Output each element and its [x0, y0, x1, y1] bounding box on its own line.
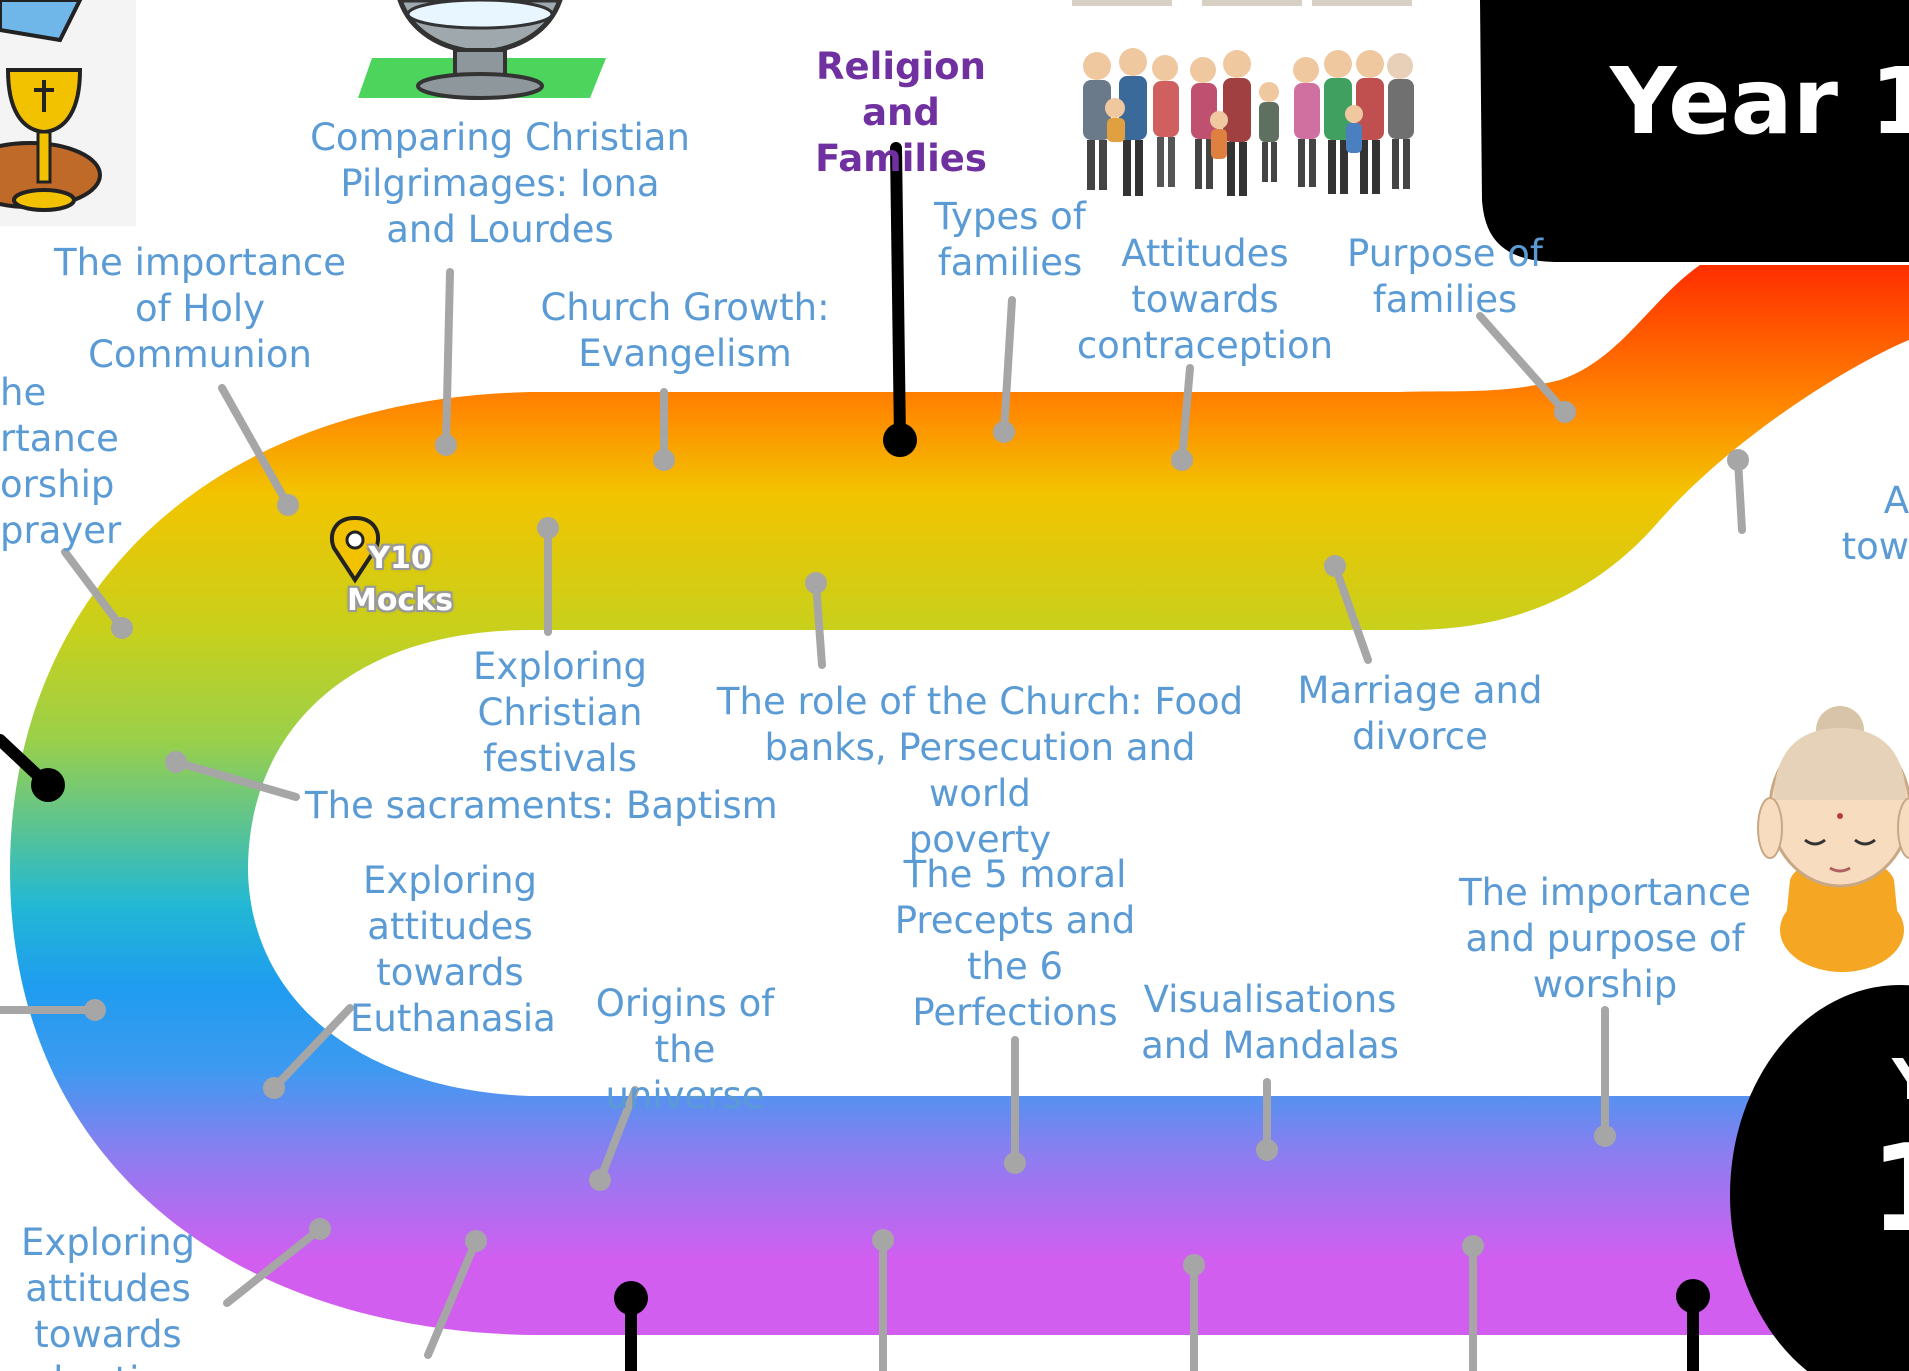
- label-attitudes-tow: A tow: [1841, 479, 1909, 568]
- label-moral-precepts: The 5 moral Precepts and the 6 Perfectio…: [894, 853, 1136, 1034]
- pointer-worship-prayer: [61, 548, 126, 632]
- map-pin-icon: [329, 515, 381, 584]
- label-christian-festivals: Exploring Christian festivals: [472, 645, 648, 780]
- label-baptism: The sacraments: Baptism: [305, 784, 778, 827]
- label-origins-universe: Origins of the universe: [595, 982, 775, 1117]
- year-badge-line1: Y: [1892, 1048, 1909, 1113]
- label-types-families: Types of families: [934, 195, 1086, 284]
- label-church-growth: Church Growth: Evangelism: [540, 286, 830, 375]
- current-topic-label: Religion and Families: [815, 45, 987, 180]
- pointer-bottom-1: [424, 1237, 480, 1359]
- pointer-origins: [596, 1086, 639, 1184]
- label-marriage-divorce: Marriage and divorce: [1297, 669, 1543, 758]
- label-abortion: Exploring attitudes towards abortion: [20, 1221, 196, 1371]
- pointer-pilgrimages: [442, 268, 454, 449]
- label-visualisations: Visualisations and Mandalas: [1141, 978, 1399, 1067]
- mock-exam-marker: Y10 Mocks: [346, 541, 454, 618]
- buddha-icon: [1757, 706, 1909, 972]
- year-badge-line2: 1: [1870, 1120, 1909, 1259]
- year-badge-shape: [1730, 985, 1909, 1371]
- pointer-abortion: [223, 1225, 324, 1307]
- pointer-attitudes-tow: [1734, 456, 1746, 534]
- label-euthanasia: Exploring attitudes towards Euthanasia: [350, 859, 556, 1040]
- pointer-purpose-families: [1476, 312, 1569, 416]
- year-banner-title: Year 11: [1610, 48, 1909, 155]
- roadmap-road: [10, 265, 1909, 1335]
- label-buddhist-worship: The importance and purpose of worship: [1459, 871, 1751, 1006]
- pointer-marriage: [1331, 562, 1372, 664]
- label-purpose-families: Purpose of families: [1347, 232, 1543, 321]
- pointer-role-church: [812, 579, 826, 669]
- chalice-icon: [0, 0, 136, 226]
- pointer-types-families: [1000, 296, 1016, 436]
- baptismal-font-icon: [358, 0, 606, 100]
- label-pilgrimages: Comparing Christian Pilgrimages: Iona an…: [310, 116, 690, 251]
- label-contraception: Attitudes towards contraception: [1076, 232, 1334, 367]
- label-worship-prayer: he rtance orship prayer: [0, 371, 122, 552]
- family-group-icon: [1072, 0, 1414, 196]
- pointer-holy-communion: [218, 384, 292, 509]
- pointer-baptism: [172, 758, 300, 801]
- label-holy-communion: The importance of Holy Communion: [54, 241, 346, 376]
- label-role-church: The role of the Church: Food banks, Pers…: [716, 680, 1244, 861]
- pointer-contraception: [1178, 364, 1194, 464]
- milestone-religion-families: [890, 142, 906, 446]
- year-banner-shape: [1480, 0, 1909, 262]
- pointer-euthanasia: [270, 1004, 354, 1092]
